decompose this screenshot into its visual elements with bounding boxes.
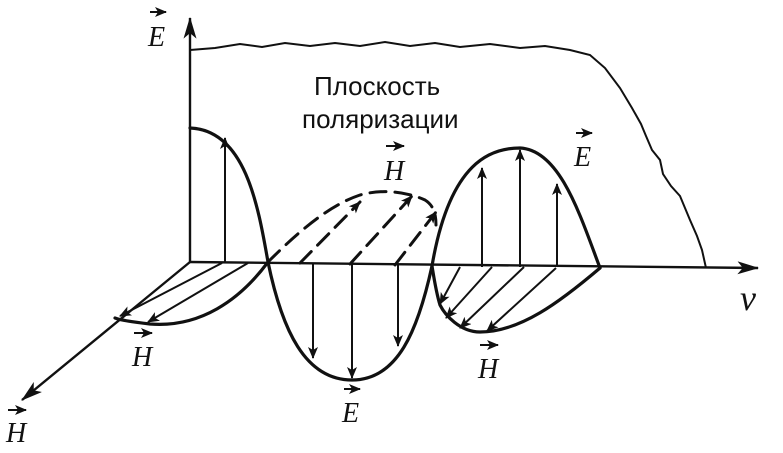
h-wave-right bbox=[430, 264, 602, 334]
h-vectors bbox=[119, 262, 557, 332]
svg-text:H: H bbox=[5, 418, 28, 449]
label-h-dashed: H bbox=[383, 141, 406, 187]
label-propagation: v bbox=[740, 278, 756, 318]
label-e-bottom: E bbox=[341, 384, 361, 429]
e-wave-first bbox=[188, 126, 270, 264]
h-wave-left bbox=[113, 260, 270, 326]
svg-text:E: E bbox=[341, 398, 359, 429]
svg-text:v: v bbox=[740, 278, 756, 318]
h-axis bbox=[21, 261, 191, 401]
e-wave-third bbox=[430, 146, 602, 270]
label-e-right: E bbox=[573, 128, 593, 173]
label-h-right: H bbox=[477, 340, 500, 385]
polarization-plane-label-line2: поляризации bbox=[302, 104, 459, 134]
h-dashed-vectors bbox=[298, 194, 438, 267]
h-wave-dashed bbox=[266, 190, 438, 264]
e-wave-second bbox=[266, 260, 434, 382]
svg-text:E: E bbox=[573, 142, 591, 173]
label-h-axis: H bbox=[5, 405, 28, 449]
svg-text:H: H bbox=[383, 156, 406, 187]
polarization-plane-outline bbox=[189, 40, 707, 269]
polarization-plane-label-line1: Плоскость bbox=[314, 71, 440, 101]
svg-text:H: H bbox=[131, 342, 154, 373]
e-vectors bbox=[220, 137, 562, 379]
label-h-left: H bbox=[131, 328, 154, 373]
propagation-axis bbox=[189, 260, 760, 275]
svg-text:H: H bbox=[477, 354, 500, 385]
label-e-axis: E bbox=[147, 7, 167, 53]
svg-text:E: E bbox=[147, 22, 165, 53]
